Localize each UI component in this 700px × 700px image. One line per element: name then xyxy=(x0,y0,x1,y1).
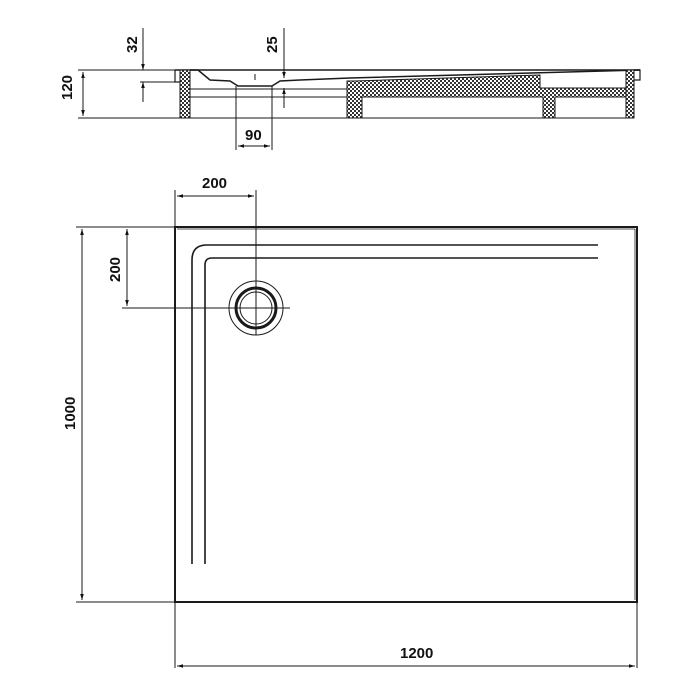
dim-120: 120 xyxy=(59,75,76,100)
plan-view xyxy=(76,190,638,668)
dim-25: 25 xyxy=(264,36,281,53)
dim-32: 32 xyxy=(124,36,141,53)
dim-90: 90 xyxy=(245,127,262,144)
dim-200-horizontal: 200 xyxy=(202,175,227,192)
section-view xyxy=(78,28,641,150)
dim-1000: 1000 xyxy=(62,397,79,430)
dim-1200: 1200 xyxy=(400,645,433,662)
dim-200-vertical: 200 xyxy=(107,257,124,282)
